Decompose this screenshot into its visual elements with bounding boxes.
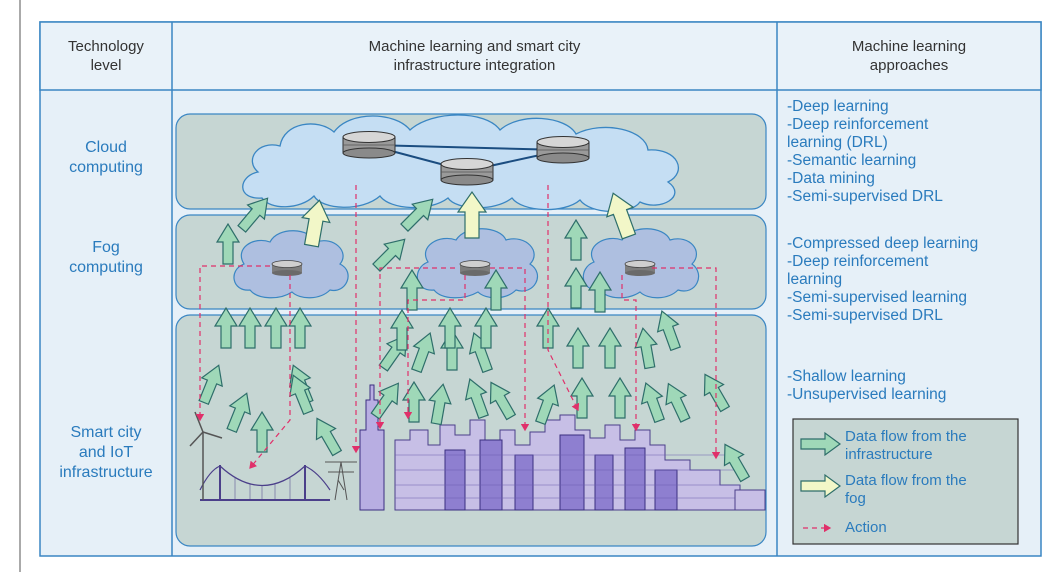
power-pylon — [325, 461, 357, 501]
approaches-cloud-list: -Deep learning -Deep reinforcement learn… — [787, 98, 943, 206]
approach-item: -Semantic learning — [787, 152, 917, 169]
cloud-server-2 — [536, 136, 590, 164]
bridge — [199, 465, 331, 501]
level-cloud: Cloud computing — [69, 139, 143, 176]
approach-item: -Data mining — [787, 170, 875, 187]
level-fog: Fog computing — [69, 239, 143, 276]
approach-item: -Shallow learning — [787, 368, 906, 385]
legend-infra-flow-label: Data flow from the infrastructure — [845, 428, 967, 463]
fog-server-3 — [624, 260, 656, 277]
approach-item: -Semi-supervised learning — [787, 289, 968, 306]
cloud-server-3 — [440, 158, 494, 186]
fog-server-1 — [271, 260, 303, 277]
approach-item: -Semi-supervised DRL — [787, 188, 943, 205]
city-skyline — [359, 384, 766, 511]
approach-item: -Deep reinforcement learning — [787, 253, 929, 288]
approach-item: -Semi-supervised DRL — [787, 307, 943, 324]
legend-yellow-arrow-icon — [800, 473, 842, 499]
header-row — [39, 21, 1042, 91]
header-integration: Machine learning and smart city infrastr… — [368, 38, 581, 74]
action-lines — [195, 185, 721, 469]
legend-green-arrow-icon — [800, 431, 842, 457]
level-iot: Smart city and IoT infrastructure — [59, 424, 153, 481]
cloud-server-1 — [342, 131, 396, 159]
legend-action-label: Action — [845, 519, 887, 536]
wind-turbine — [189, 411, 223, 500]
header-technology-level: Technology level — [68, 38, 144, 74]
approach-item: -Deep reinforcement learning (DRL) — [787, 116, 929, 151]
approaches-fog-list: -Compressed deep learning -Deep reinforc… — [787, 235, 978, 325]
approaches-iot-list: -Shallow learning -Unsupervised learning — [787, 368, 946, 404]
approach-item: -Unsupervised learning — [787, 386, 947, 403]
approach-item: -Compressed deep learning — [787, 235, 979, 252]
approach-item: -Deep learning — [787, 98, 889, 115]
header-approaches: Machine learning approaches — [851, 38, 967, 74]
fog-server-2 — [459, 260, 491, 277]
legend-fog-flow-label: Data flow from the fog — [845, 472, 967, 507]
